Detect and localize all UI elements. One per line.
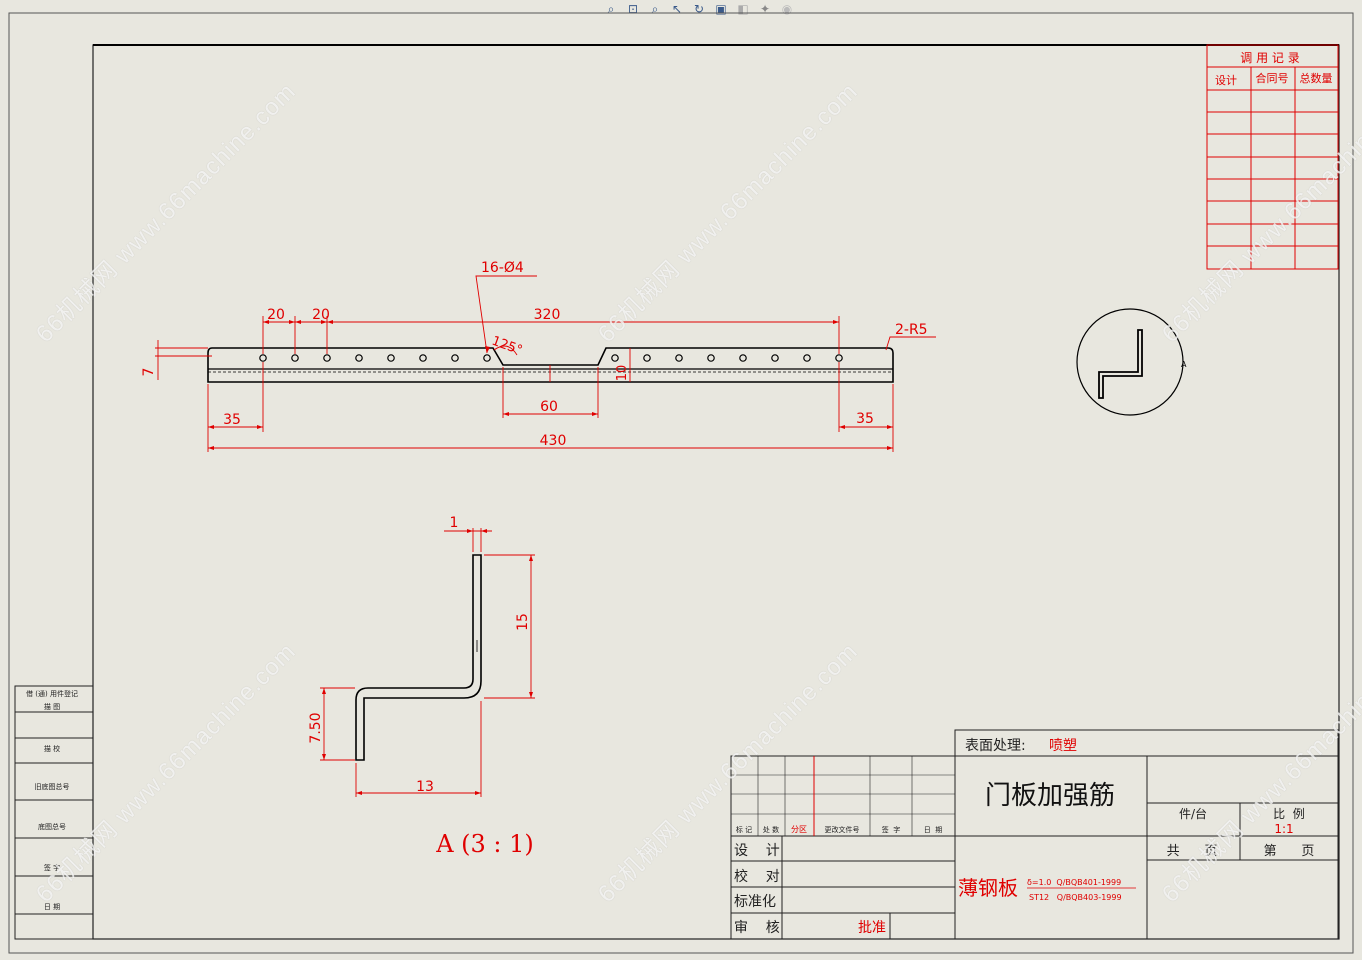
part-name: 门板加强筋 bbox=[985, 781, 1115, 811]
rev-header-date: 日 期 bbox=[924, 826, 942, 834]
left-strip-label-3: 描 校 bbox=[44, 744, 60, 753]
dim-20-first: 20 bbox=[267, 307, 285, 323]
left-strip-label-5: 底图总号 bbox=[38, 822, 66, 831]
top-view-arrowheads bbox=[208, 320, 893, 450]
zoom-to-fit-icon[interactable]: ⌕ bbox=[607, 1, 615, 16]
display-style-icon[interactable]: ◧ bbox=[737, 2, 749, 16]
dim-35-left: 35 bbox=[223, 412, 241, 428]
usage-header-contract: 合同号 bbox=[1256, 71, 1289, 85]
outer-border bbox=[8, 12, 1354, 954]
surface-treatment-label: 表面处理: bbox=[965, 738, 1026, 754]
row-design: 设 计 bbox=[734, 843, 780, 859]
rev-header-mark: 标 记 bbox=[736, 825, 752, 834]
view-toolbar: ⌕ ⊡ ⌕ ↖ ↻ ▣ ◧ ✦ ◉ bbox=[602, 0, 796, 18]
section-view-dimension-lines bbox=[320, 528, 535, 797]
top-view-dimension-lines bbox=[155, 275, 936, 452]
left-strip-label-1: 借 (通) 用件登记 bbox=[26, 689, 78, 698]
dim-20-second: 20 bbox=[312, 307, 330, 323]
scale-value: 1:1 bbox=[1274, 822, 1293, 836]
section-view-part bbox=[355, 554, 482, 761]
rev-header-change-doc: 更改文件号 bbox=[825, 825, 860, 834]
dim-60: 60 bbox=[540, 399, 558, 415]
dim-15: 15 bbox=[515, 613, 531, 631]
sheet-border bbox=[92, 44, 1340, 940]
dim-430: 430 bbox=[540, 433, 567, 449]
view-orientation-icon[interactable]: ▣ bbox=[715, 2, 727, 16]
mounting-holes bbox=[259, 354, 843, 362]
surface-treatment-value: 喷塑 bbox=[1049, 738, 1077, 754]
title-block-grid bbox=[730, 729, 1339, 940]
dim-10: 10 bbox=[615, 365, 630, 382]
dim-2-r5: 2-R5 bbox=[895, 322, 928, 338]
approve-label: 批准 bbox=[858, 920, 886, 936]
angle-125: 125° bbox=[490, 334, 525, 359]
material-spec-bottom: ST12 Q/BQB403-1999 bbox=[1029, 893, 1122, 902]
dim-35-right: 35 bbox=[856, 411, 874, 427]
rev-header-zone: 分区 bbox=[791, 825, 807, 834]
scale-label: 比 例 bbox=[1273, 807, 1305, 821]
sheet-number-label: 第 页 bbox=[1264, 844, 1315, 859]
dim-7: 7 bbox=[141, 368, 157, 377]
material-name: 薄钢板 bbox=[958, 876, 1018, 900]
select-icon[interactable]: ↖ bbox=[671, 2, 683, 16]
count-per-unit-label: 件/台 bbox=[1179, 806, 1207, 821]
row-standardization: 标准化 bbox=[734, 894, 776, 910]
left-strip-label-2: 描 图 bbox=[44, 702, 60, 711]
left-strip-label-7: 日 期 bbox=[44, 903, 60, 911]
section-view-arrowheads bbox=[322, 529, 533, 795]
rev-header-count: 处 数 bbox=[763, 825, 779, 834]
row-review: 审 核 bbox=[734, 920, 780, 936]
usage-header-design: 设计 bbox=[1215, 74, 1237, 87]
usage-table bbox=[1206, 44, 1339, 270]
usage-header-quantity: 总数量 bbox=[1300, 71, 1333, 85]
dim-1: 1 bbox=[450, 515, 459, 531]
top-view-part bbox=[207, 347, 894, 383]
total-sheets-label: 共 页 bbox=[1167, 844, 1218, 859]
dim-320: 320 bbox=[534, 307, 561, 323]
material-spec-top: δ=1.0 Q/BQB401-1999 bbox=[1027, 878, 1121, 887]
left-strip-label-6: 签 字 bbox=[44, 863, 60, 872]
rev-header-signature: 签 字 bbox=[882, 825, 900, 834]
left-strip-label-4: 旧底图总号 bbox=[35, 782, 70, 791]
dim-13: 13 bbox=[416, 779, 434, 795]
detail-circle-label: A bbox=[1181, 360, 1187, 369]
row-check: 校 对 bbox=[734, 868, 780, 885]
hide-show-icon[interactable]: ✦ bbox=[759, 2, 771, 16]
section-view-label: A (3 : 1) bbox=[435, 830, 534, 858]
zoom-in-out-icon[interactable]: ⌕ bbox=[651, 1, 659, 16]
rotate-icon[interactable]: ↻ bbox=[693, 2, 705, 16]
edit-appearance-icon[interactable]: ◉ bbox=[781, 2, 793, 16]
dim-7-50: 7.50 bbox=[308, 712, 324, 743]
hole-note: 16-Ø4 bbox=[481, 260, 524, 276]
detail-circle bbox=[1076, 308, 1184, 416]
zoom-area-icon[interactable]: ⊡ bbox=[627, 2, 639, 16]
left-strip bbox=[14, 685, 94, 940]
usage-table-title: 调 用 记 录 bbox=[1240, 51, 1299, 65]
